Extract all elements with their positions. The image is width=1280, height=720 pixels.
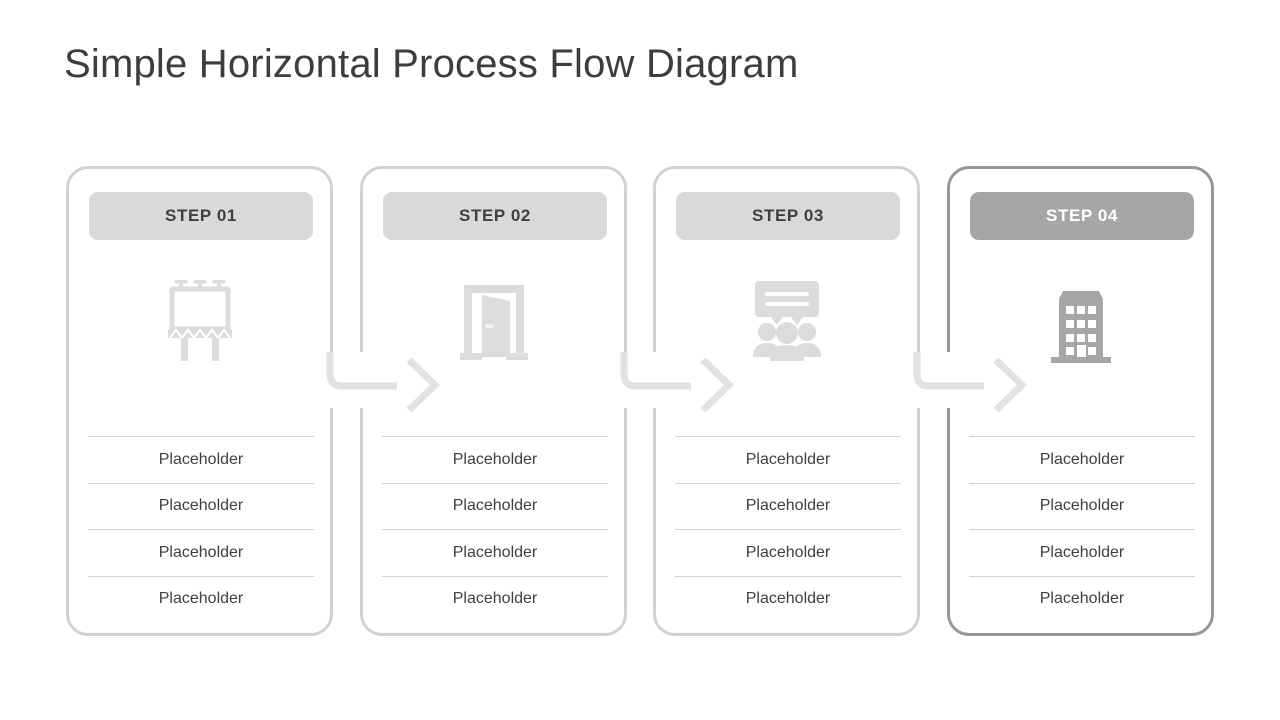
list-item[interactable]: Placeholder — [675, 575, 901, 623]
list-item-label: Placeholder — [158, 450, 244, 468]
step-label: STEP 04 — [1046, 206, 1118, 225]
list-item-label: Placeholder — [745, 497, 831, 515]
connector-1-2 — [321, 352, 447, 414]
list-item-label: Placeholder — [452, 450, 538, 468]
list-item[interactable]: Placeholder — [969, 529, 1195, 576]
list-item-label: Placeholder — [158, 543, 244, 561]
list-item[interactable]: Placeholder — [969, 482, 1195, 530]
open-door-icon — [363, 273, 624, 369]
list-item-label: Placeholder — [452, 590, 538, 608]
list-item[interactable]: Placeholder — [88, 482, 314, 530]
step-header-pill-4[interactable]: STEP 04 — [970, 192, 1194, 240]
step-label: STEP 01 — [165, 206, 237, 225]
list-item[interactable]: Placeholder — [382, 482, 608, 530]
list-item[interactable]: Placeholder — [675, 436, 901, 483]
list-item[interactable]: Placeholder — [88, 436, 314, 483]
step-label: STEP 02 — [459, 206, 531, 225]
list-item[interactable]: Placeholder — [675, 482, 901, 530]
step-label: STEP 03 — [752, 206, 824, 225]
list-item-label: Placeholder — [452, 497, 538, 515]
list-item-label: Placeholder — [452, 543, 538, 561]
list-item-label: Placeholder — [158, 497, 244, 515]
list-item-label: Placeholder — [1039, 497, 1125, 515]
connector-2-3 — [615, 352, 741, 414]
list-item[interactable]: Placeholder — [88, 529, 314, 576]
step-header-pill-3[interactable]: STEP 03 — [676, 192, 900, 240]
billboard-icon — [69, 273, 330, 369]
list-item[interactable]: Placeholder — [969, 575, 1195, 623]
list-item-label: Placeholder — [745, 450, 831, 468]
step-header-pill-2[interactable]: STEP 02 — [383, 192, 607, 240]
list-item[interactable]: Placeholder — [382, 529, 608, 576]
list-item[interactable]: Placeholder — [675, 529, 901, 576]
list-item-label: Placeholder — [745, 590, 831, 608]
list-item-label: Placeholder — [745, 543, 831, 561]
list-item[interactable]: Placeholder — [382, 436, 608, 483]
list-item-label: Placeholder — [1039, 543, 1125, 561]
office-building-icon — [950, 273, 1211, 369]
step-header-pill-1[interactable]: STEP 01 — [89, 192, 313, 240]
connector-border-gap — [352, 352, 368, 408]
page-title: Simple Horizontal Process Flow Diagram — [64, 42, 799, 86]
list-item-label: Placeholder — [1039, 590, 1125, 608]
connector-border-gap — [645, 352, 661, 408]
connector-3-4 — [908, 352, 1034, 414]
presentation-audience-icon — [656, 273, 917, 369]
list-item[interactable]: Placeholder — [969, 436, 1195, 483]
connector-border-gap — [939, 352, 955, 408]
list-item-label: Placeholder — [1039, 450, 1125, 468]
list-item[interactable]: Placeholder — [382, 575, 608, 623]
list-item[interactable]: Placeholder — [88, 575, 314, 623]
list-item-label: Placeholder — [158, 590, 244, 608]
